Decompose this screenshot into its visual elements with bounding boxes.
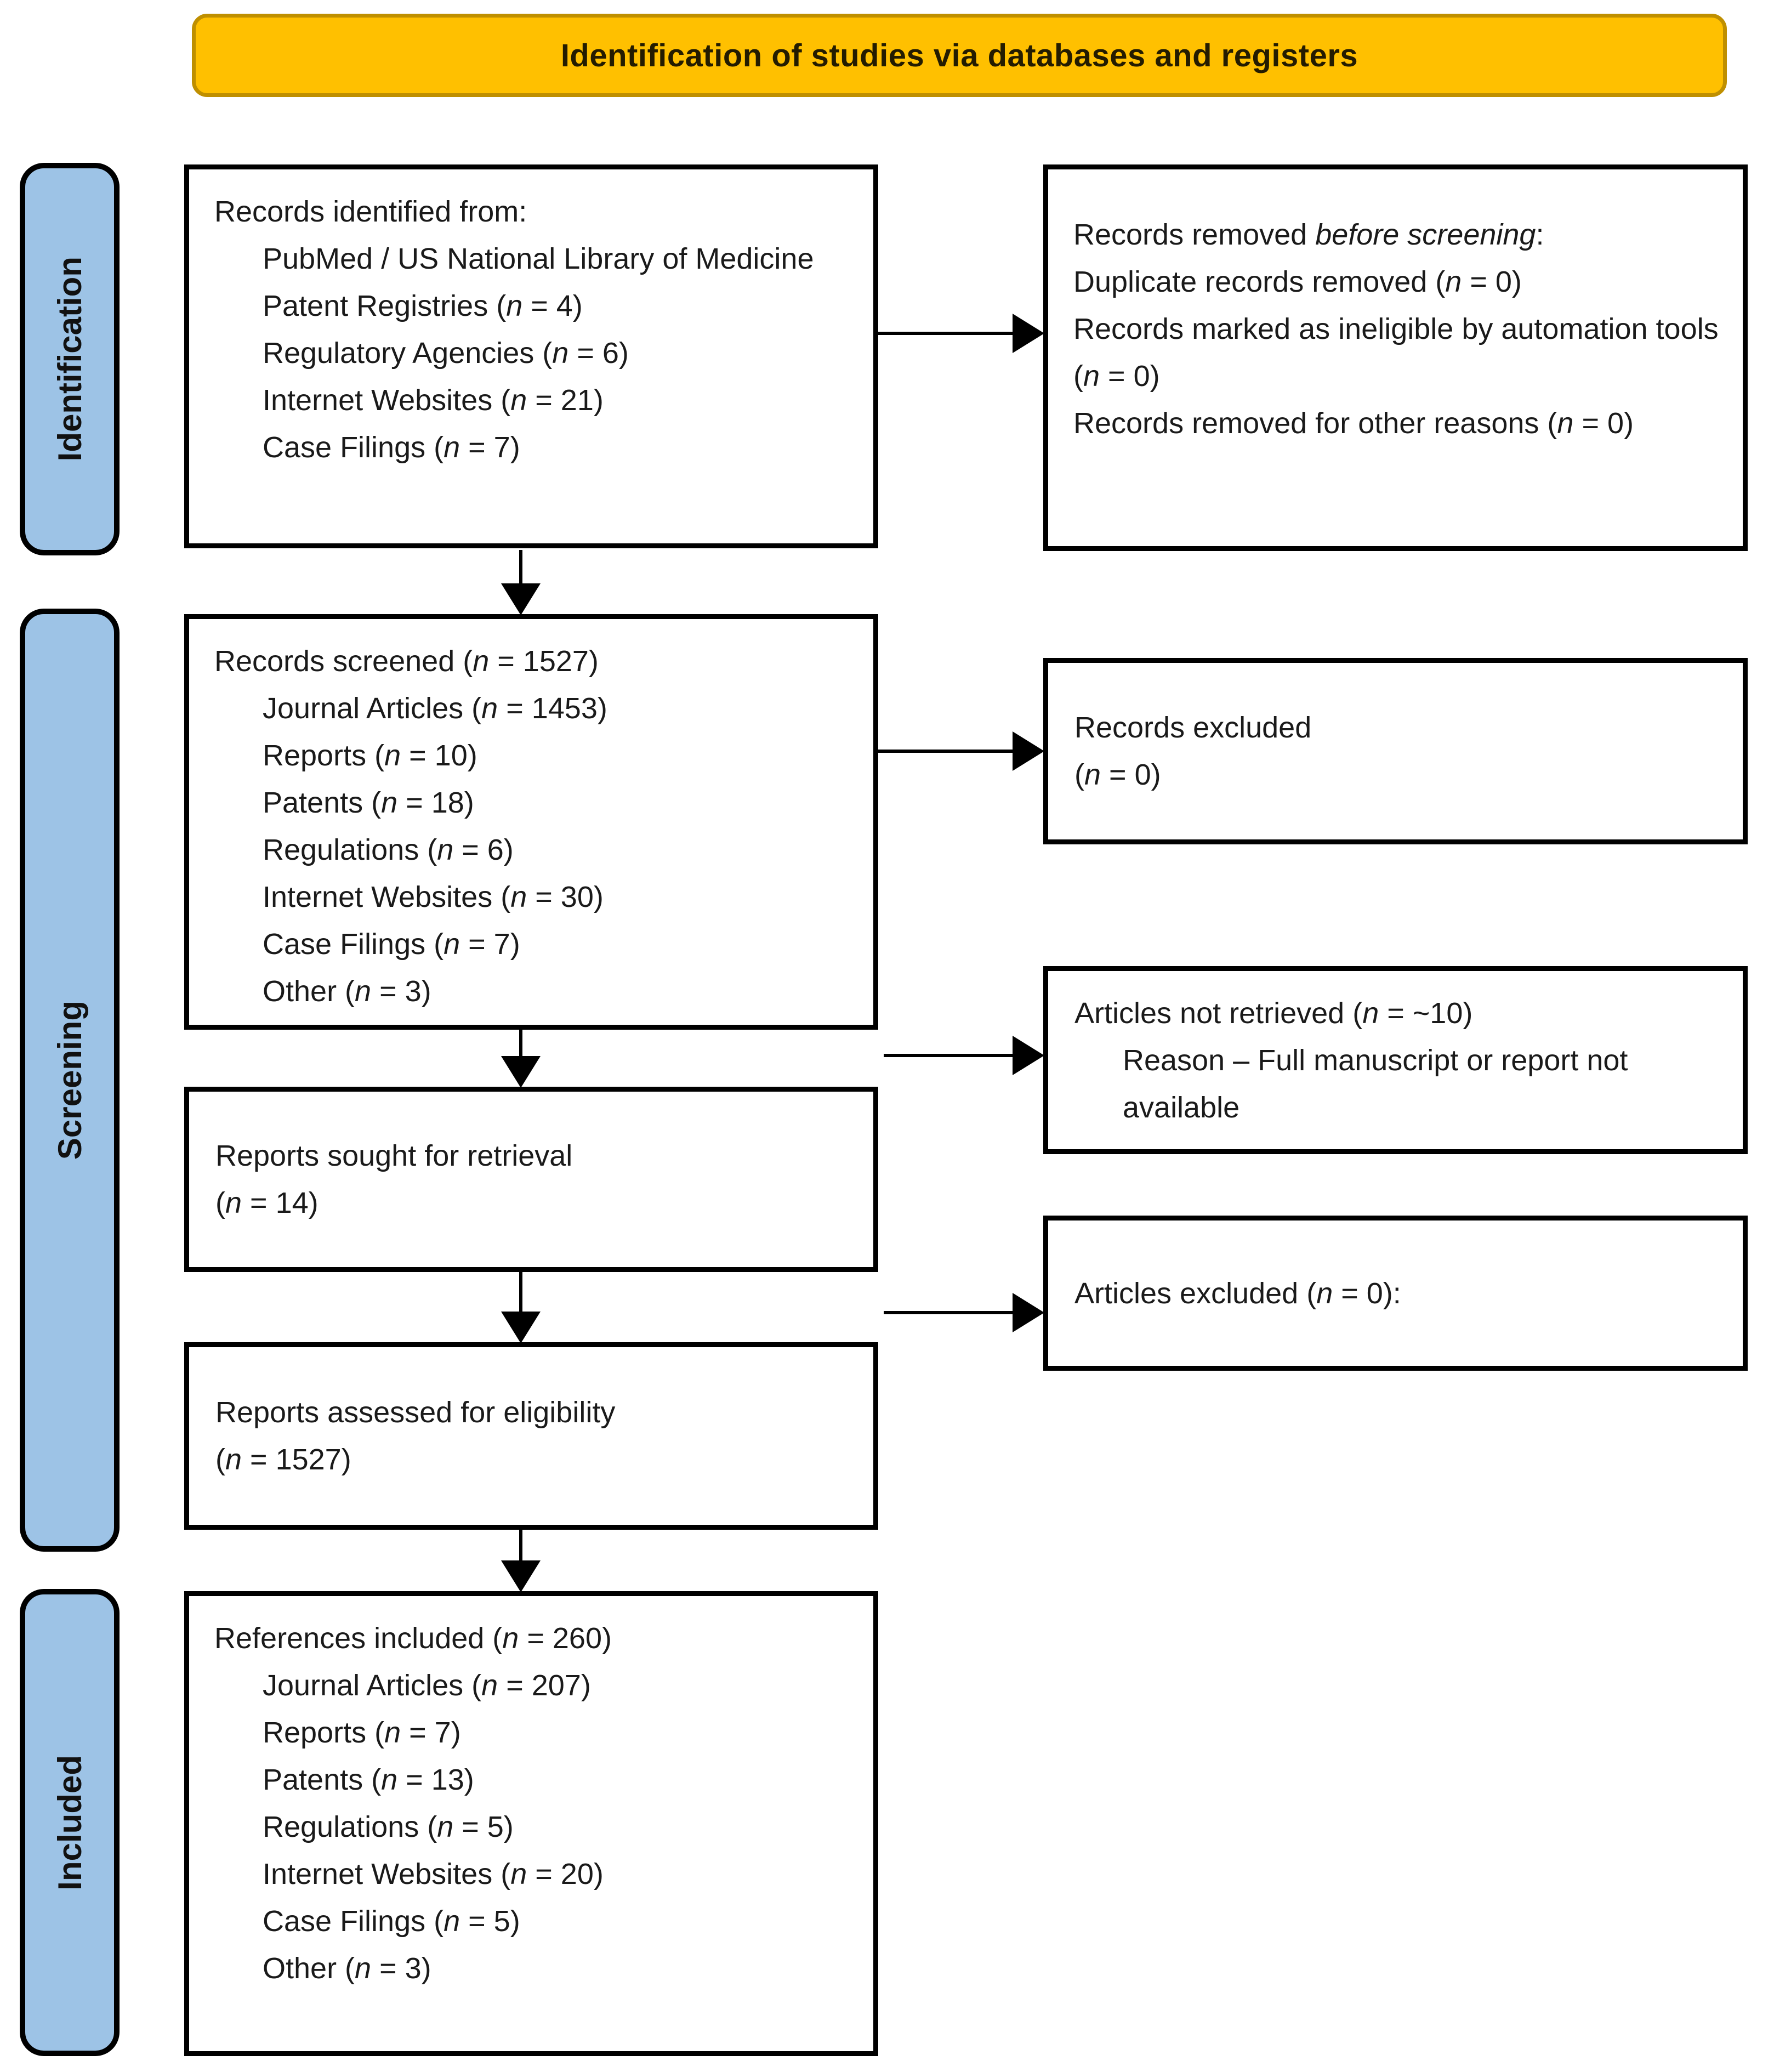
text-line: Reports (n = 10) [263,739,477,772]
text-line: Patent Registries (n = 4) [263,289,583,322]
arrow-line [519,1529,522,1562]
box-reports-sought-for-retrieval: Reports sought for retrieval (n = 14) [184,1087,878,1272]
phase-label-text: Screening [51,1000,88,1160]
box-reports-assessed-for-eligibility: Reports assessed for eligibility (n = 152… [184,1342,878,1530]
text-line: Records marked as ineligible by automati… [1073,313,1719,393]
text-line: Regulations (n = 5) [263,1810,514,1843]
text-line: Articles excluded (n = 0): [1074,1276,1401,1310]
text-line: (n = 0) [1074,758,1161,791]
text-line: (n = 1527) [215,1443,351,1476]
arrow-line [884,1311,1014,1314]
text-line: Other (n = 3) [263,975,431,1008]
arrow-right-icon [1013,1036,1044,1075]
text-line: Reports assessed for eligibility [215,1396,616,1429]
text-line: Internet Websites (n = 20) [263,1858,604,1891]
text-line: References included (n = 260) [214,1622,612,1655]
text-line: Internet Websites (n = 21) [263,384,604,417]
banner-title: Identification of studies via databases … [560,37,1358,73]
text-line: Reports (n = 7) [263,1716,461,1749]
text-line: Records removed for other reasons (n = 0… [1073,407,1634,440]
box-articles-not-retrieved: Articles not retrieved (n = ~10) Reason –… [1043,966,1748,1154]
arrow-right-icon [1013,731,1044,771]
arrow-line [878,332,1014,335]
box-records-screened: Records screened (n = 1527) Journal Artic… [184,614,878,1030]
text-line: Regulations (n = 6) [263,833,514,866]
text-line: Records identified from: [214,195,527,228]
phase-label-identification: Identification [20,163,120,555]
arrow-down-icon [501,1312,541,1343]
box-references-included: References included (n = 260) Journal Art… [184,1591,878,2056]
arrow-line [519,1271,522,1313]
text-line: Reason – Full manuscript or report not a… [1123,1043,1628,1124]
arrow-line [519,1030,522,1057]
arrow-right-icon [1013,314,1044,353]
phase-label-text: Included [51,1755,88,1891]
arrow-down-icon [501,583,541,615]
text-line: (n = 14) [215,1187,319,1219]
phase-label-screening: Screening [20,609,120,1552]
text-line: PubMed / US National Library of Medicine [263,242,814,275]
text-line: Patents (n = 18) [263,786,474,819]
text-line: Records screened (n = 1527) [214,645,599,678]
arrow-right-icon [1013,1293,1044,1332]
text-line: Internet Websites (n = 30) [263,881,604,913]
arrow-line [519,550,522,584]
box-records-excluded: Records excluded (n = 0) [1043,658,1748,844]
arrow-line [884,1054,1014,1057]
box-records-removed-before-screening: Records removed before screening: Duplica… [1043,164,1748,551]
text-line: Patents (n = 13) [263,1763,474,1796]
box-records-identified: Records identified from: PubMed / US Nati… [184,164,878,548]
phase-label-included: Included [20,1589,120,2056]
text-line: Case Filings (n = 5) [263,1905,520,1938]
text-line: Records excluded [1074,711,1312,744]
text-line: Articles not retrieved (n = ~10) [1074,996,1473,1030]
text-line: Case Filings (n = 7) [263,431,520,464]
text-line: Other (n = 3) [263,1952,431,1985]
banner: Identification of studies via databases … [192,14,1727,97]
text-line: Reports sought for retrieval [215,1139,573,1172]
text-line: Case Filings (n = 7) [263,928,520,961]
text-line: Regulatory Agencies (n = 6) [263,337,629,370]
text-line: Journal Articles (n = 1453) [263,692,607,725]
box-articles-excluded: Articles excluded (n = 0): [1043,1216,1748,1371]
text-line: Duplicate records removed (n = 0) [1073,265,1522,298]
arrow-down-icon [501,1056,541,1088]
text-line: Records removed before screening: [1073,218,1544,251]
text-line: Journal Articles (n = 207) [263,1669,591,1702]
arrow-down-icon [501,1560,541,1592]
arrow-line [878,750,1014,753]
phase-label-text: Identification [51,257,88,462]
